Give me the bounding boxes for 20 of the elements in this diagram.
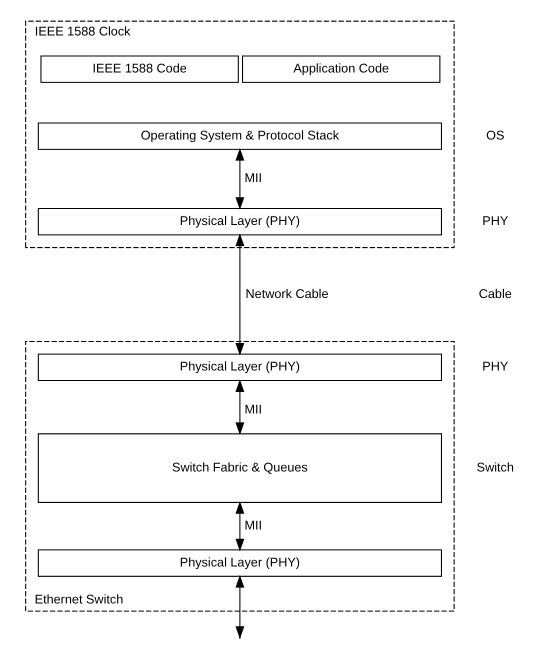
node-box: Physical Layer (PHY) xyxy=(38,549,442,577)
edge-label: MII xyxy=(244,518,262,532)
edge-label: Network Cable xyxy=(246,286,329,301)
node-box: Operating System & Protocol Stack xyxy=(38,122,442,150)
edge-label: MII xyxy=(244,171,262,186)
arrow xyxy=(235,148,244,210)
arrow xyxy=(235,379,244,436)
label: Switch xyxy=(476,460,514,474)
node-box: Physical Layer (PHY) xyxy=(38,208,442,236)
arrow xyxy=(235,501,244,552)
node-box: IEEE 1588 Code xyxy=(40,55,239,83)
node-box: Physical Layer (PHY) xyxy=(38,354,442,382)
node-box: Application Code xyxy=(242,55,440,83)
node-box: Switch Fabric & Queues xyxy=(38,433,442,503)
arrow xyxy=(235,233,244,356)
edge-label: MII xyxy=(244,402,262,416)
label: OS xyxy=(486,128,504,142)
label: PHY xyxy=(482,214,508,228)
label: PHY xyxy=(482,360,508,374)
label: Cable xyxy=(478,286,512,301)
